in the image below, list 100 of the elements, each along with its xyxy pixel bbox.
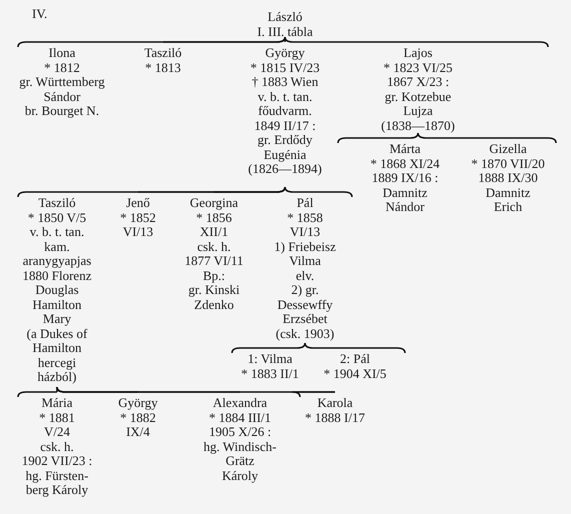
genealogy-note: hg. Windisch- [202, 440, 278, 454]
genealogy-note: Hamilton [32, 341, 83, 356]
genealogy-note: * 1882 [120, 410, 156, 425]
family-brace-line [417, 132, 508, 139]
genealogy-note: Erich [492, 200, 524, 214]
genealogy-note: 1888 IX/30 [477, 171, 539, 186]
genealogy-note: * 1812 [43, 60, 81, 75]
genealogy-note: (a Dukes of [26, 326, 88, 341]
genealogy-note: Bp.: [202, 268, 226, 283]
genealogy-note: 1889 IX/16 : [370, 171, 440, 186]
genealogy-note: gr. Kotzebue [384, 90, 452, 104]
family-brace-line [163, 36, 286, 43]
genealogy-note: * 1813 [144, 60, 182, 75]
genealogy-note: főudvarm. [257, 104, 313, 118]
genealogy-note: csk. h. [39, 440, 75, 454]
genealogy-note: * 1883 II/1 [240, 366, 300, 381]
genealogy-note: berg Károly [24, 483, 90, 498]
genealogy-note: hercegi [36, 356, 78, 370]
genealogy-note: * 1888 I/17 [304, 410, 366, 425]
genealogy-note: Zdenko [194, 298, 235, 312]
genealogy-note: Sándor [44, 90, 80, 104]
family-brace-line [304, 342, 355, 349]
person-name: Tasziló [37, 196, 77, 210]
person-name: 2: Pál [339, 352, 371, 366]
genealogy-note: Erzsébet [282, 312, 328, 326]
family-brace-line [56, 387, 58, 392]
person-name: László [266, 10, 304, 24]
person-name: Jenő [125, 196, 151, 210]
genealogy-note: v. b. t. tan. [28, 225, 86, 240]
genealogy-note: * 1815 IV/23 [249, 60, 321, 75]
genealogy-note: csk. h. [196, 240, 232, 254]
genealogy-note: * 1850 V/5 [26, 210, 88, 225]
genealogy-note: Nándor [384, 200, 426, 214]
person-name: György [117, 396, 159, 410]
family-brace-line [284, 36, 418, 43]
person-name: Gizella [488, 142, 528, 156]
genealogy-note: Damnitz [382, 186, 428, 200]
genealogy-note: VI/13 [122, 225, 154, 240]
family-brace-line [270, 342, 306, 349]
genealogy-note: Douglas [34, 283, 80, 298]
genealogy-note: Grätz [224, 454, 256, 468]
genealogy-note: I. III. tábla [256, 24, 314, 39]
genealogy-note: * 1884 III/1 [208, 410, 272, 425]
genealogy-note: 1902 VII/23 : [20, 454, 94, 468]
genealogy-note: Vilma [288, 254, 322, 268]
family-brace-line [284, 37, 286, 42]
genealogy-note: * 1856 [196, 210, 232, 225]
genealogy-note: (1838—1870) [380, 118, 456, 133]
genealogy-note: aranygyapjas [22, 254, 92, 268]
genealogy-note: Damnitz [484, 186, 532, 200]
genealogy-note: * 1870 VII/20 [470, 156, 546, 171]
genealogy-note: v. b. t. tan. [256, 90, 314, 104]
person-name: Márta [388, 142, 422, 156]
genealogy-note: (csk. 1903) [274, 326, 336, 341]
person-name: Alexandra [212, 396, 268, 410]
person-name: Mária [40, 396, 74, 410]
genealogy-note: 1) Friebeisz [273, 240, 337, 254]
genealogy-note: Mary [42, 312, 72, 326]
genealogy-note: Dessewffy [276, 298, 334, 312]
genealogy-note: gr. Kinski [187, 283, 241, 298]
genealogy-note: 1849 II/17 : [253, 118, 317, 133]
person-name: György [264, 46, 306, 60]
genealogy-note: 2) gr. [290, 283, 320, 298]
genealogy-note: * 1868 XI/24 [369, 156, 441, 171]
genealogy-note: gr. Erdődy [256, 133, 314, 148]
genealogy-note: 1880 Florenz [22, 268, 92, 283]
person-name: 1: Vilma [246, 352, 294, 366]
genealogy-note: * 1881 [38, 410, 76, 425]
genealogy-note: 1905 X/26 : [208, 425, 272, 440]
person-name: Pál [296, 196, 314, 210]
genealogy-note: br. Bourget N. [24, 104, 100, 118]
genealogy-note: 1867 X/23 : [386, 75, 450, 90]
genealogy-note: Hamilton [31, 298, 83, 312]
family-brace-line [284, 186, 305, 193]
genealogy-note: Eugénia [264, 148, 306, 162]
person-name: Tasziló [143, 46, 183, 60]
genealogy-note: V/24 [43, 425, 71, 440]
person-name: Karola [316, 396, 354, 410]
genealogy-note: gr. Württemberg [18, 75, 106, 90]
genealogy-note: XII/1 [198, 225, 230, 240]
genealogy-note: * 1852 [119, 210, 157, 225]
person-name: Georgina [188, 196, 240, 210]
genealogy-note: * 1904 XI/5 [322, 366, 388, 381]
genealogy-note: Lujza [402, 104, 434, 118]
genealogy-note: * 1823 VI/25 [382, 60, 454, 75]
person-name: Lajos [402, 46, 434, 60]
genealogy-note: IX/4 [125, 425, 151, 440]
family-brace-line [214, 186, 286, 193]
genealogy-note: házból) [36, 370, 78, 384]
genealogy-note: elv. [294, 268, 316, 283]
table-number: IV. [32, 6, 48, 22]
genealogy-note: * 1858 [286, 210, 324, 225]
genealogy-note: hg. Fürsten- [24, 468, 90, 483]
genealogy-note: kam. [43, 240, 71, 254]
genealogy-note: (1826—1894) [247, 162, 323, 176]
family-brace-line [405, 132, 419, 139]
genealogy-note: Károly [220, 468, 260, 483]
genealogy-note: 1877 VI/11 [184, 254, 244, 268]
genealogy-note: † 1883 Wien [250, 75, 320, 90]
person-name: Ilona [48, 46, 76, 60]
